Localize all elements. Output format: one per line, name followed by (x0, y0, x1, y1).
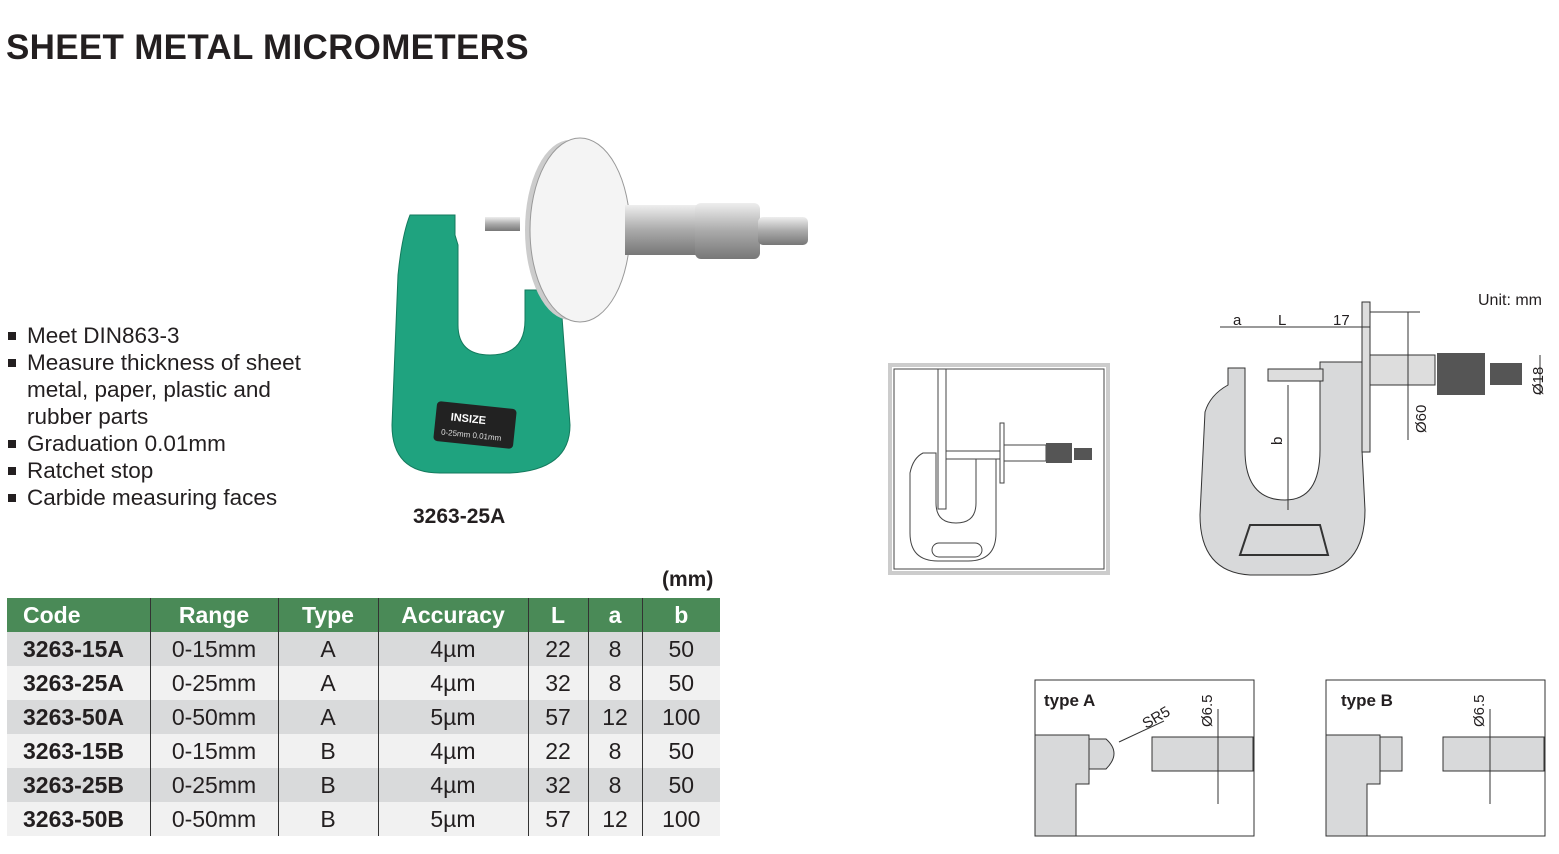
feature-item: Graduation 0.01mm (8, 430, 308, 457)
table-cell: 0-15mm (149, 632, 278, 666)
feature-item: Meet DIN863-3 (8, 322, 308, 349)
table-unit: (mm) (662, 568, 714, 591)
table-cell: B (277, 734, 378, 768)
table-cell: A (277, 632, 378, 666)
table-cell: B (277, 802, 378, 836)
table-cell: 4µm (377, 734, 528, 768)
table-cell: 100 (641, 802, 720, 836)
table-cell: 3263-15B (7, 734, 150, 768)
table-cell: 0-25mm (149, 768, 278, 802)
table-cell: B (277, 768, 378, 802)
unit-label: Unit: mm (1478, 292, 1542, 309)
table-cell: 0-25mm (149, 666, 278, 700)
table-cell: 12 (587, 802, 642, 836)
table-cell: 0-50mm (149, 802, 278, 836)
feature-item: Carbide measuring faces (8, 484, 308, 511)
table-cell: A (277, 700, 378, 734)
type-b-diameter: Ø6.5 (1471, 694, 1488, 727)
page-title: SHEET METAL MICROMETERS (6, 28, 529, 67)
dim-d18: Ø18 (1530, 367, 1547, 395)
table-cell: 12 (587, 700, 642, 734)
col-header-a: a (587, 598, 642, 632)
table-cell: 0-15mm (149, 734, 278, 768)
table-cell: 8 (587, 632, 642, 666)
dim-L: L (1278, 312, 1286, 329)
table-cell: 50 (641, 768, 720, 802)
table-cell: 5µm (377, 802, 528, 836)
table-cell: 8 (587, 666, 642, 700)
table-cell: 3263-25B (7, 768, 150, 802)
product-photo: INSIZE 0-25mm 0.01mm (391, 137, 808, 474)
col-header-range: Range (149, 598, 278, 632)
table-cell: 3263-15A (7, 632, 150, 666)
type-a-diameter: Ø6.5 (1199, 694, 1216, 727)
dim-d60: Ø60 (1413, 405, 1430, 433)
feature-item: Ratchet stop (8, 457, 308, 484)
feature-item: Measure thickness of sheet metal, paper,… (8, 349, 308, 430)
col-header-accuracy: Accuracy (377, 598, 528, 632)
table-cell: 22 (527, 734, 588, 768)
table-cell: A (277, 666, 378, 700)
table-cell: 4µm (377, 666, 528, 700)
table-cell: 3263-25A (7, 666, 150, 700)
type-a-diagram: type A SR5 Ø6.5 (1034, 679, 1255, 837)
table-cell: 32 (527, 768, 588, 802)
dim-b: b (1269, 437, 1286, 445)
table-cell: 0-50mm (149, 700, 278, 734)
table-cell: 8 (587, 734, 642, 768)
col-header-L: L (527, 598, 588, 632)
table-cell: 57 (527, 700, 588, 734)
product-caption: 3263-25A (413, 505, 506, 528)
table-cell: 3263-50B (7, 802, 150, 836)
table-cell: 22 (527, 632, 588, 666)
table-cell: 57 (527, 802, 588, 836)
table-cell: 50 (641, 632, 720, 666)
table-cell: 4µm (377, 768, 528, 802)
dim-a: a (1233, 312, 1242, 329)
dimension-drawing: a L 17 b Ø60 Ø18 (1199, 301, 1547, 576)
col-header-b: b (641, 598, 720, 632)
table-cell: 100 (641, 700, 720, 734)
table-cell: 4µm (377, 632, 528, 666)
dim-17: 17 (1333, 312, 1350, 329)
col-header-type: Type (277, 598, 378, 632)
col-header-code: Code (7, 598, 150, 632)
table-cell: 50 (641, 734, 720, 768)
table-cell: 5µm (377, 700, 528, 734)
brand-label: INSIZE (450, 411, 487, 427)
table-cell: 8 (587, 768, 642, 802)
table-cell: 50 (641, 666, 720, 700)
type-a-label: type A (1044, 691, 1095, 710)
table-cell: 32 (527, 666, 588, 700)
feature-list: Meet DIN863-3 Measure thickness of sheet… (8, 322, 308, 511)
type-b-diagram: type B Ø6.5 (1325, 679, 1546, 837)
type-b-label: type B (1341, 691, 1393, 710)
table-cell: 3263-50A (7, 700, 150, 734)
usage-illustration (888, 363, 1110, 575)
